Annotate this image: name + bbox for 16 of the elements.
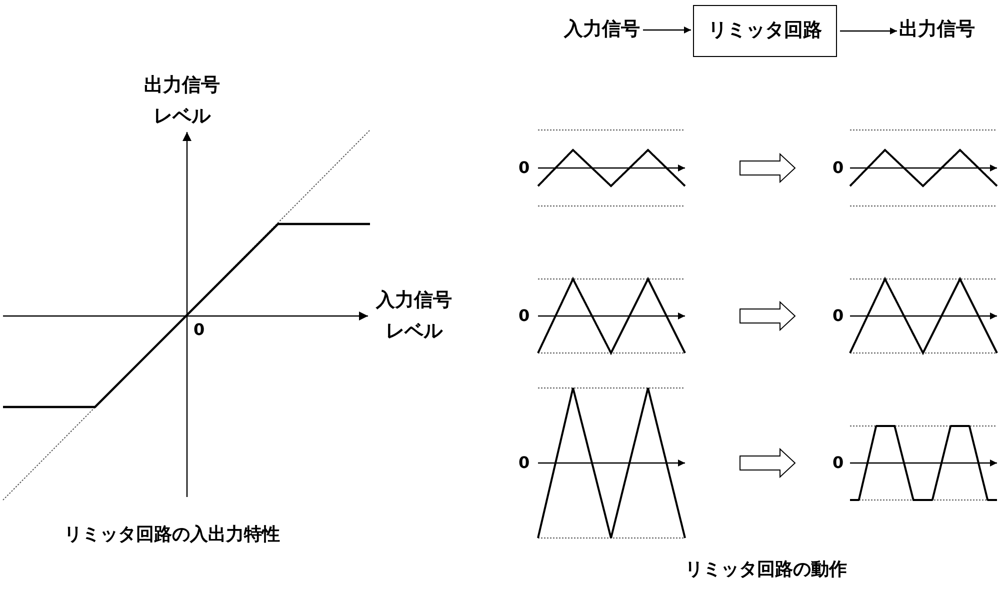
- zero-label: 0: [518, 453, 530, 473]
- axis-label: 入力信号レベル: [374, 288, 453, 344]
- zero-label: 0: [832, 306, 844, 326]
- arrow: [840, 28, 897, 34]
- caption: リミッタ回路の動作: [685, 558, 847, 581]
- zero-label: 0: [518, 306, 530, 326]
- zero-label: 0: [518, 158, 530, 178]
- caption: リミッタ回路の入出力特性: [64, 524, 280, 546]
- zero-label: 0: [832, 453, 844, 473]
- zero-label: 0: [832, 158, 844, 178]
- signal-label: 入力信号: [564, 18, 640, 42]
- arrow: [643, 26, 691, 34]
- origin-label: 0: [194, 320, 205, 340]
- axis-label: 出力信号レベル: [143, 73, 221, 130]
- circuit-box: リミッタ回路: [693, 5, 837, 57]
- signal-label: 出力信号: [899, 18, 975, 42]
